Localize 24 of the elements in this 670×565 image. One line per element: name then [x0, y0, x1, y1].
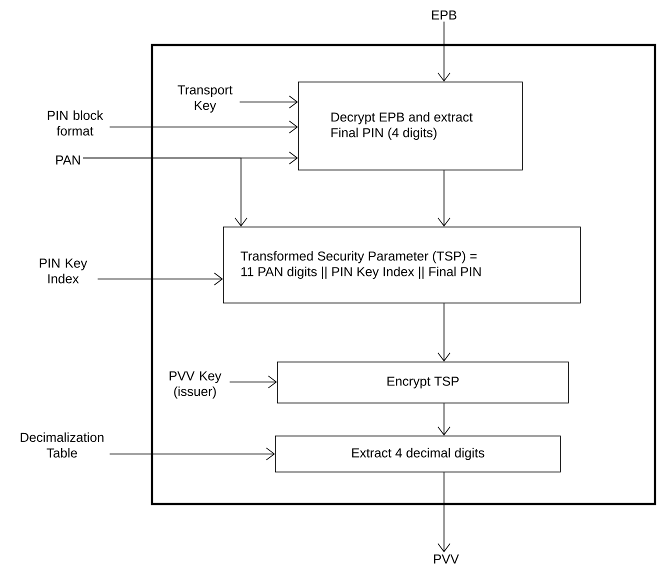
signal-label: PVV	[434, 554, 459, 564]
signal-label: PIN block format	[48, 110, 104, 136]
process-box: Extract 4 decimal digits	[275, 436, 561, 472]
arrow	[438, 403, 450, 436]
arrow	[239, 96, 298, 108]
system-boundary-box	[150, 44, 656, 506]
arrow	[229, 376, 277, 388]
signal-label: Decimalization Table	[20, 432, 104, 458]
signal-label: EPB	[432, 10, 456, 20]
arrow	[438, 472, 450, 552]
process-box: Transformed Security Parameter (TSP) = 11 PAN digits || PIN Key Index || Final PIN	[223, 226, 581, 304]
signal-label: PIN Key Index	[40, 258, 88, 284]
arrow	[438, 170, 450, 227]
signal-label: PAN	[56, 156, 80, 164]
process-box: Encrypt TSP	[277, 362, 569, 404]
arrow	[438, 21, 450, 82]
process-box: Decrypt EPB and extract Final PIN (4 digits)	[298, 82, 523, 170]
arrow	[109, 448, 275, 460]
signal-label: PVV Key (issuer)	[170, 371, 222, 399]
arrow	[97, 272, 223, 286]
arrow	[109, 120, 298, 134]
signal-label: Transport Key	[178, 85, 232, 113]
arrow	[438, 303, 450, 362]
arrow	[82, 158, 248, 227]
